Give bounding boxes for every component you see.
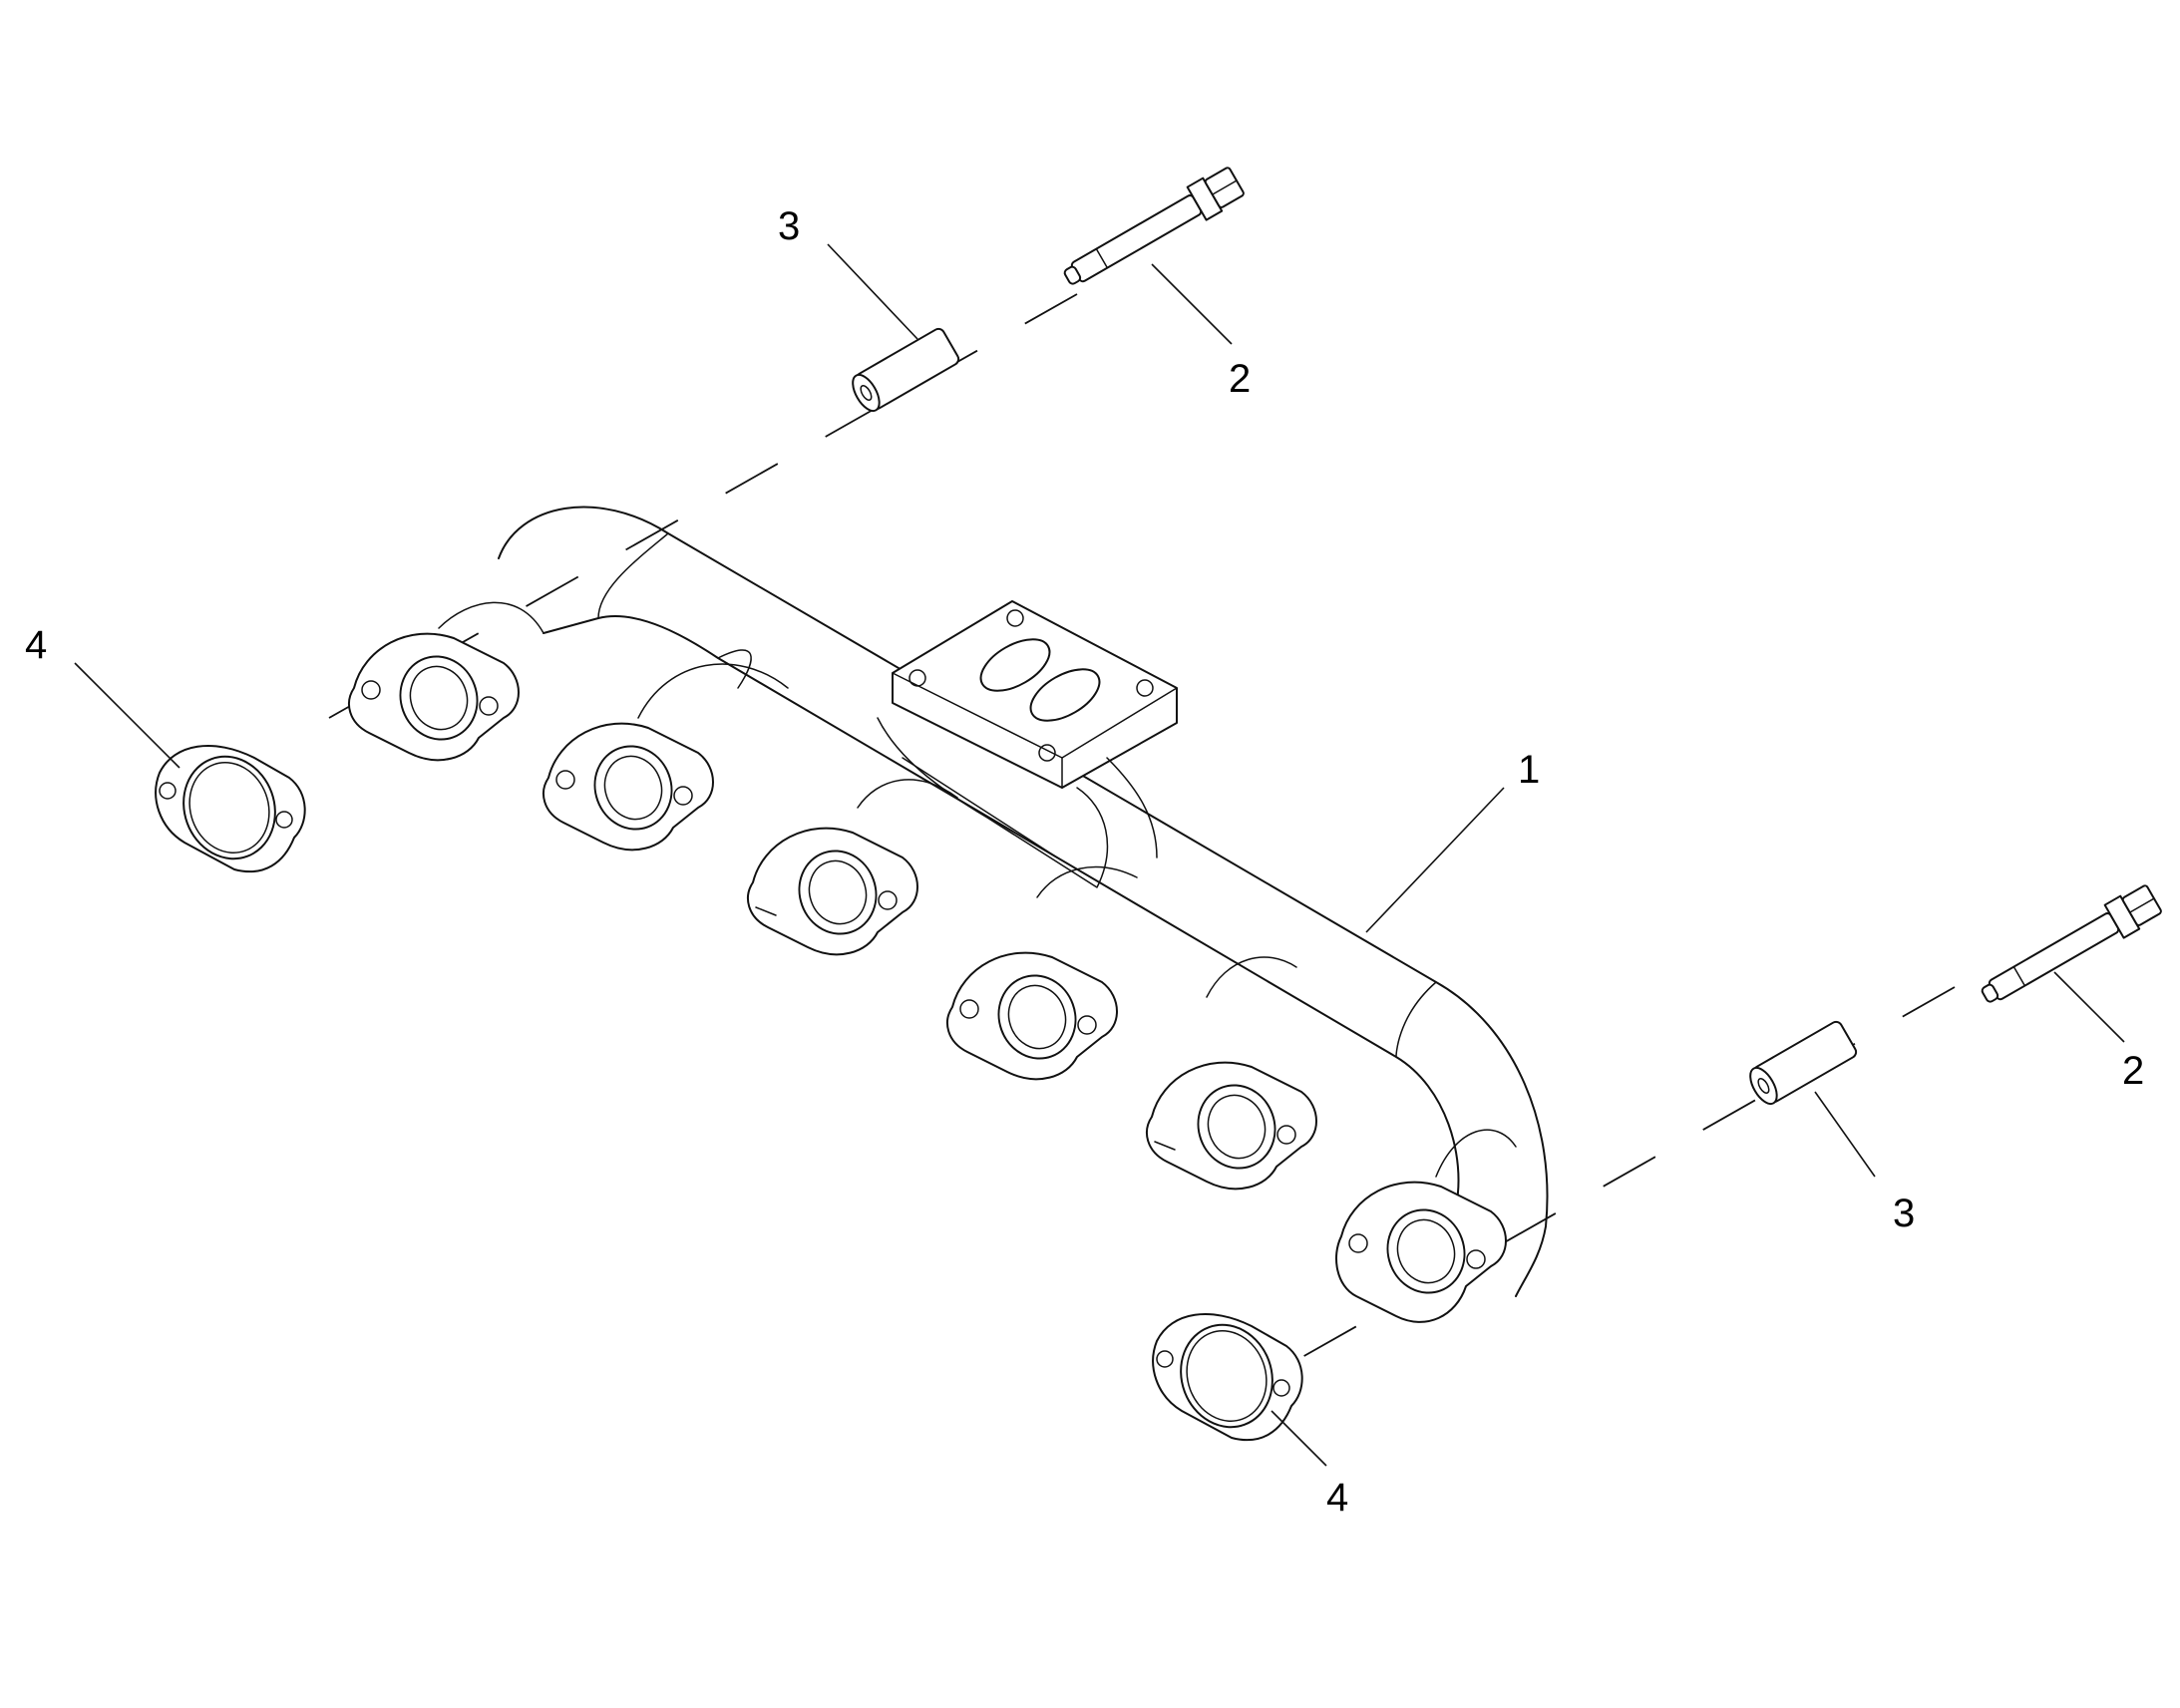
callout-4-left: 4 xyxy=(25,623,47,667)
leader-1 xyxy=(1365,787,1505,933)
bolt-lower xyxy=(1981,884,2162,1003)
leader-3-upper xyxy=(827,243,918,340)
spacer-lower xyxy=(1749,1020,1858,1106)
leader-4-bottom xyxy=(1271,1410,1327,1467)
port-flange-6 xyxy=(1335,1181,1507,1323)
leader-lines xyxy=(74,243,2125,1467)
bolt-upper xyxy=(1063,167,1245,285)
spacer-upper xyxy=(852,327,960,413)
port-flange-1 xyxy=(348,632,520,762)
leader-2-upper xyxy=(1151,263,1233,345)
callout-2-upper: 2 xyxy=(1229,357,1251,401)
centerlines xyxy=(328,293,1956,1367)
port-flange-5 xyxy=(1146,1061,1317,1191)
port-flange-2 xyxy=(543,722,714,852)
leader-2-lower xyxy=(2053,971,2125,1043)
callout-3-upper: 3 xyxy=(778,204,800,248)
callout-2-lower: 2 xyxy=(2122,1049,2144,1093)
callouts: 1 2 2 3 3 4 4 xyxy=(25,204,2144,1520)
port-flange-3 xyxy=(747,827,918,956)
gasket-bottom xyxy=(1152,1313,1303,1442)
gasket-left xyxy=(155,745,306,873)
callout-4-bottom: 4 xyxy=(1326,1476,1348,1520)
leader-3-lower xyxy=(1814,1091,1876,1178)
exhaust-manifold xyxy=(348,506,1549,1323)
leader-4-left xyxy=(74,662,181,769)
callout-1: 1 xyxy=(1518,748,1540,792)
port-flange-4 xyxy=(946,951,1118,1081)
callout-3-lower: 3 xyxy=(1893,1192,1915,1235)
